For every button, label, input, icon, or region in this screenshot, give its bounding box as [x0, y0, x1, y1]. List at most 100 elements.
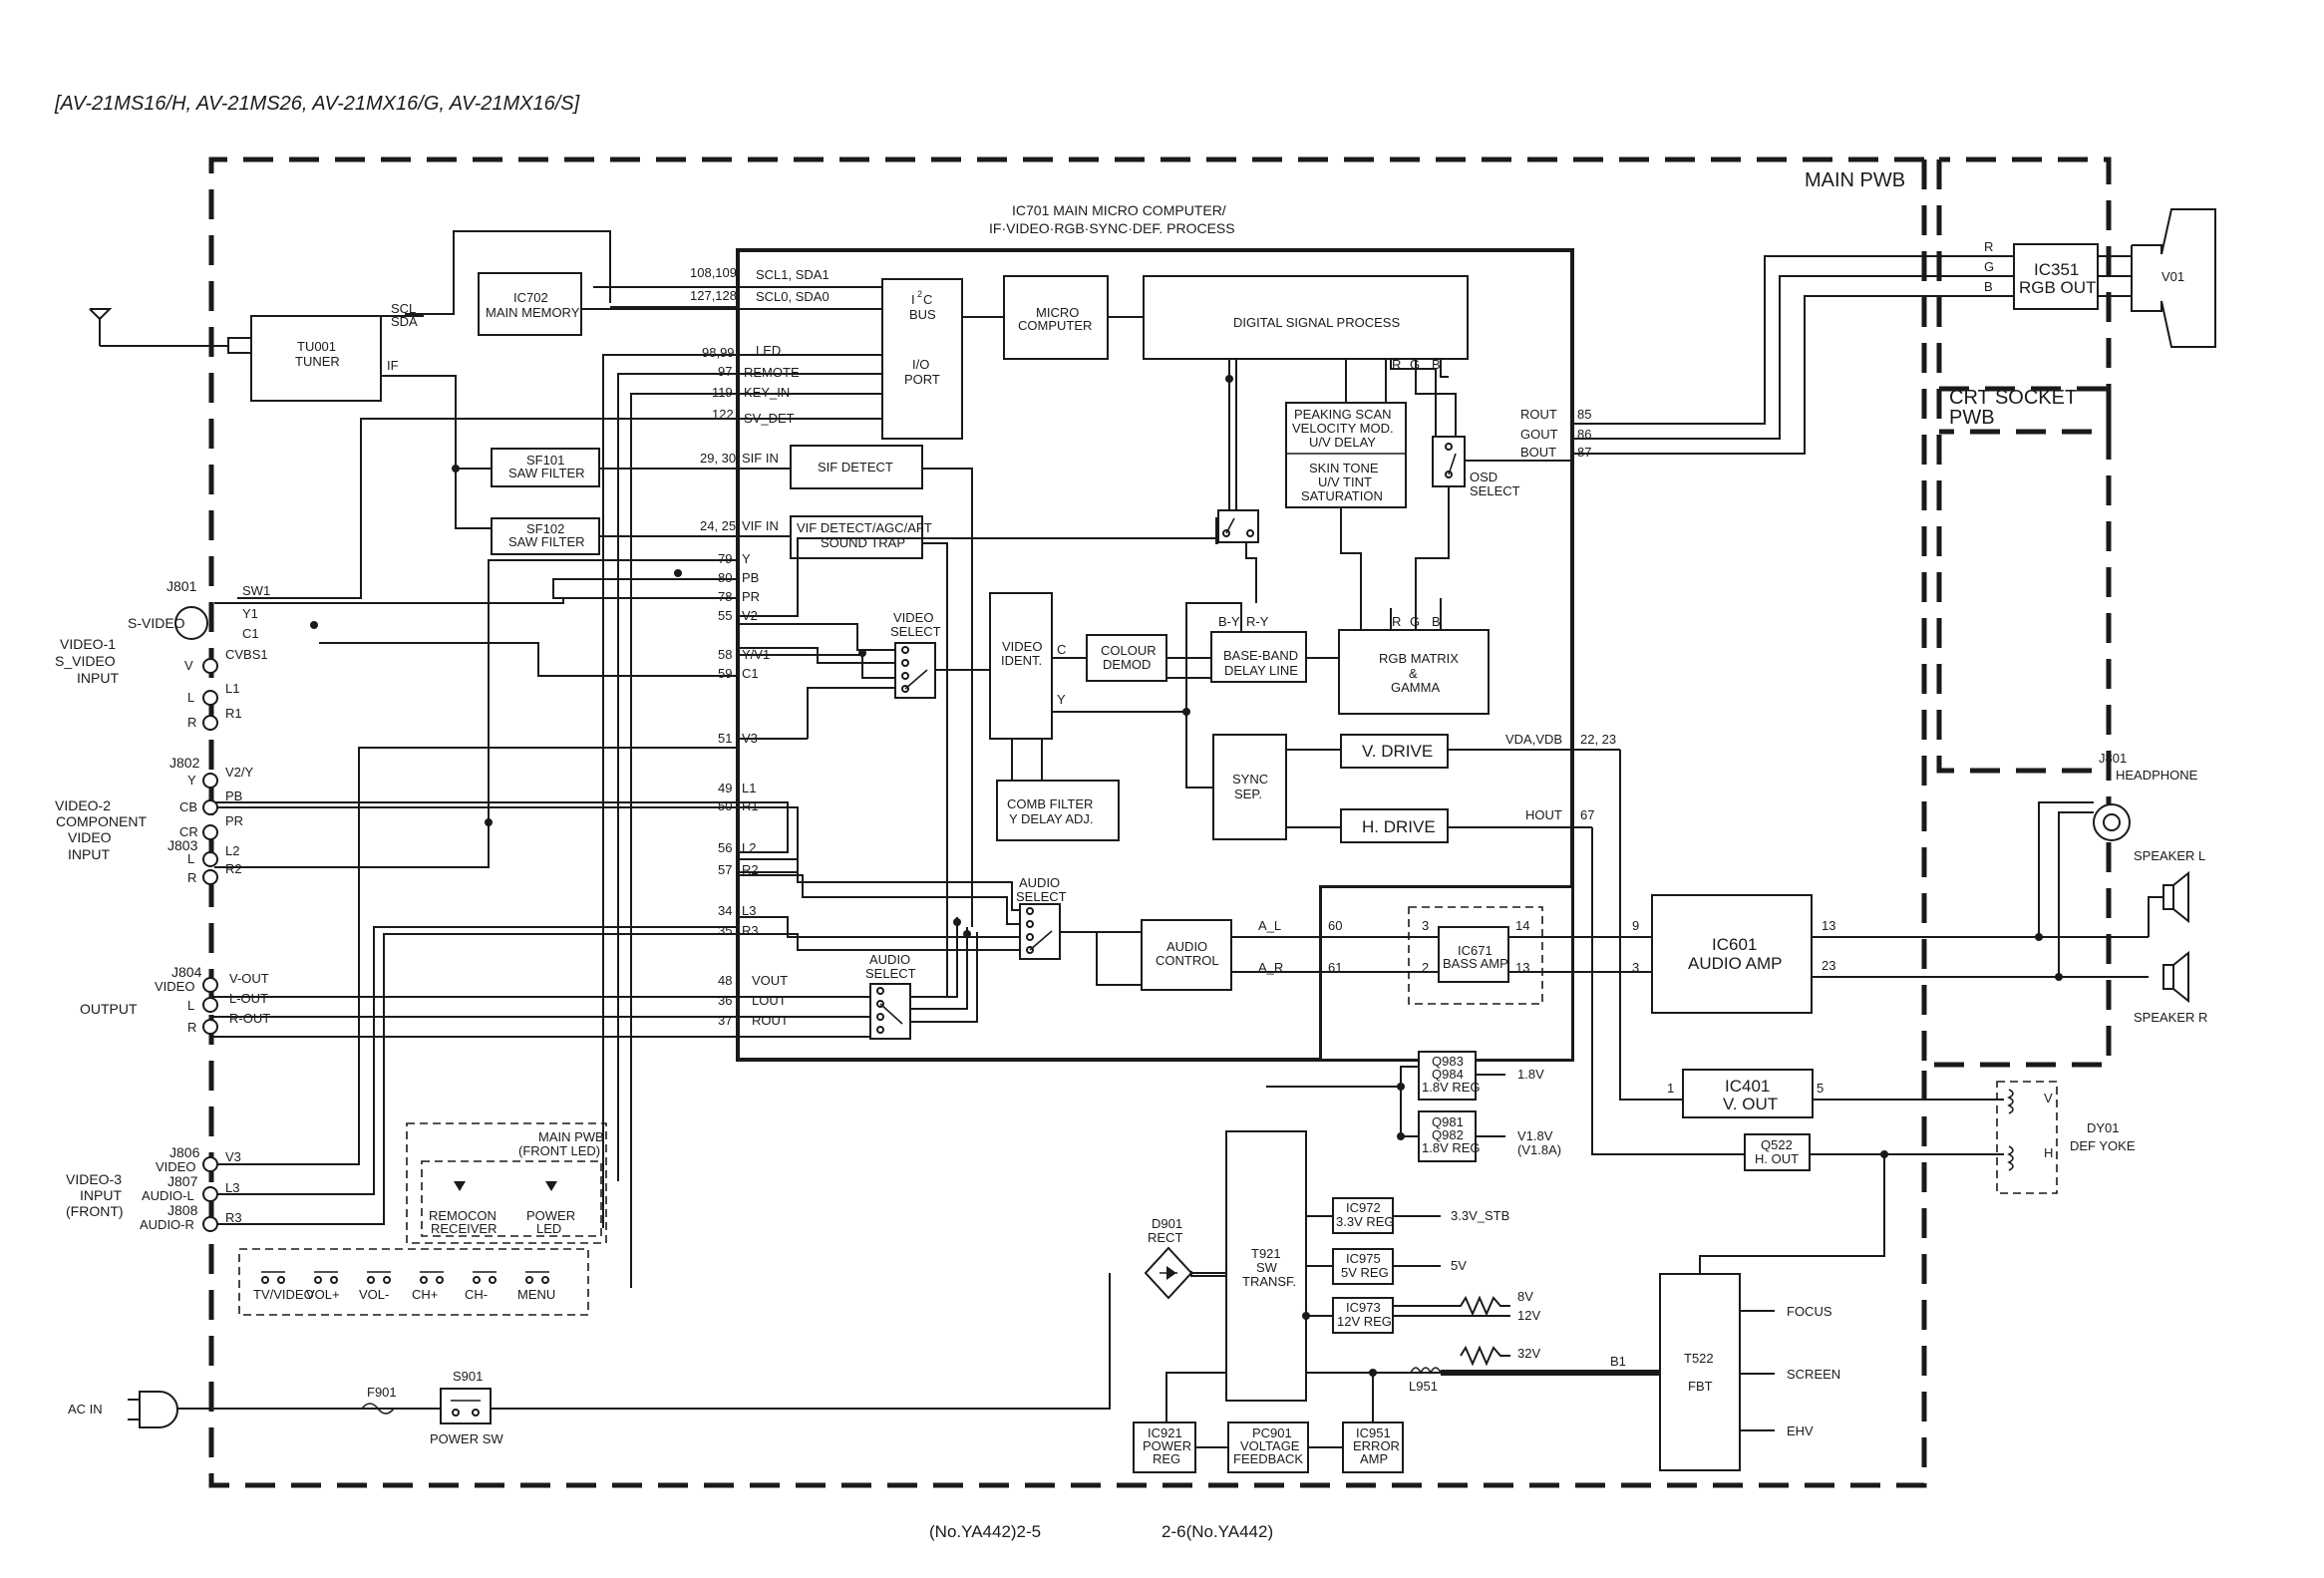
rgb-matrix-block: RGB MATRIX & GAMMA	[1338, 629, 1490, 715]
label-connectors-grp3c: (FRONT)	[66, 1203, 124, 1219]
coil-l951: L951	[1409, 1367, 1442, 1394]
label-signals-svdet: SV_DET	[744, 411, 795, 426]
label-pins-p55: 55	[718, 608, 732, 623]
svg-text:REG: REG	[1153, 1451, 1180, 1466]
crt-socket-label-2: PWB	[1949, 407, 1995, 429]
io-label: I/O	[912, 357, 929, 372]
label-signals-remote: REMOTE	[744, 365, 800, 380]
key-label: CH-	[465, 1287, 488, 1302]
svg-text:IC975: IC975	[1346, 1251, 1381, 1266]
label-connectors-pb: PB	[225, 789, 242, 803]
ic401-block: IC401 V. OUT	[1682, 1069, 1814, 1118]
label-signals-vdavdb: VDA,VDB	[1505, 732, 1562, 747]
svg-text:Q981: Q981	[1432, 1114, 1464, 1129]
sif-detect-block: SIF DETECT	[790, 445, 923, 489]
svg-text:VIDEO: VIDEO	[893, 610, 933, 625]
label-connectors-j801hp: J801	[2099, 751, 2127, 766]
svg-text:Q983: Q983	[1432, 1054, 1464, 1069]
label-signals-r3: R3	[742, 923, 759, 938]
t522-fbt-block: T522 FBT	[1659, 1273, 1741, 1471]
label-connectors-dy01b: DEF YOKE	[2070, 1138, 2136, 1153]
i2c-io-block: I 2 C BUS I/O PORT	[881, 278, 963, 440]
label-pins-p108: 108,109	[690, 265, 737, 280]
label-pins-p50: 50	[718, 798, 732, 813]
svg-text:Y DELAY ADJ.: Y DELAY ADJ.	[1009, 811, 1094, 826]
label-signals-v3: V3	[742, 731, 758, 746]
svg-text:RECT: RECT	[1148, 1230, 1182, 1245]
label-connectors-dy01a: DY01	[2087, 1120, 2120, 1135]
svg-text:IC601: IC601	[1712, 935, 1757, 954]
svg-text:AMP: AMP	[1360, 1451, 1388, 1466]
label-pins-p119: 119	[712, 385, 733, 400]
footer-page-left: (No.YA442)2-5	[929, 1522, 1041, 1541]
label-pins-p127: 127,128	[690, 288, 737, 303]
key-ch-[interactable]: CH-	[465, 1271, 497, 1302]
label-signals-sda: SDA	[391, 314, 418, 329]
label-connectors-r-c: R	[187, 1020, 196, 1035]
power-switch-s901[interactable]: S901 POWER SW	[430, 1369, 503, 1446]
svg-text:SELECT: SELECT	[1470, 483, 1520, 498]
svg-text:PC901: PC901	[1252, 1425, 1292, 1440]
main-pwb-label: MAIN PWB	[1805, 169, 1905, 191]
svg-text:OSD: OSD	[1470, 470, 1497, 484]
ic601-block: IC601 AUDIO AMP	[1651, 894, 1813, 1014]
svg-text:U/V DELAY: U/V DELAY	[1309, 435, 1376, 450]
svg-text:AUDIO AMP: AUDIO AMP	[1688, 954, 1782, 973]
label-signals-h-dy: H	[2044, 1145, 2053, 1160]
svg-text:SIF DETECT: SIF DETECT	[818, 460, 893, 474]
svg-text:DELAY LINE: DELAY LINE	[1224, 663, 1298, 678]
key-vol-[interactable]: VOL+	[306, 1271, 340, 1302]
svg-text:MICRO: MICRO	[1036, 305, 1079, 320]
label-pins-p58: 58	[718, 647, 732, 662]
label-signals-p5: 5V	[1451, 1258, 1467, 1273]
label-connectors-spkl: SPEAKER L	[2134, 848, 2205, 863]
audio-control-block: AUDIO CONTROL	[1141, 919, 1232, 991]
micro-computer-block: MICRO COMPUTER	[1003, 275, 1109, 360]
crt-v01: V01	[2131, 208, 2216, 348]
svg-text:SAW FILTER: SAW FILTER	[508, 466, 585, 480]
tuner-block: TU001 TUNER	[89, 308, 382, 402]
svg-text:H. OUT: H. OUT	[1755, 1151, 1799, 1166]
label-signals-led: LED	[756, 343, 781, 358]
label-connectors-r1: R1	[225, 706, 242, 721]
label-pins-b671-14: 14	[1515, 918, 1529, 933]
key-menu[interactable]: MENU	[517, 1271, 555, 1302]
svg-text:V. OUT: V. OUT	[1723, 1095, 1778, 1113]
label-pins-v401-5: 5	[1817, 1081, 1824, 1096]
label-signals-pr: PR	[742, 589, 760, 604]
key-label: TV/VIDEO	[253, 1287, 314, 1302]
label-pins-p49: 49	[718, 781, 732, 795]
label-pins-v401-1: 1	[1667, 1081, 1674, 1096]
label-signals-pb: PB	[742, 570, 759, 585]
key-tv-video[interactable]: TV/VIDEO	[253, 1271, 314, 1302]
label-pins-p78: 78	[718, 589, 732, 604]
label-connectors-j808: J808	[167, 1202, 198, 1218]
svg-text:COMB FILTER: COMB FILTER	[1007, 796, 1093, 811]
label-connectors-l3: L3	[225, 1180, 239, 1195]
svg-text:SELECT: SELECT	[890, 624, 941, 639]
label-pins-a601-9: 9	[1632, 918, 1639, 933]
label-signals-sifin: SIF IN	[742, 451, 779, 466]
label-signals-c1: C1	[742, 666, 759, 681]
label-pins-p48: 48	[718, 973, 732, 988]
bridge-rectifier-d901: D901 RECT	[1144, 1216, 1193, 1300]
label-signals-v2: V2	[742, 608, 758, 623]
label-connectors-j801: J801	[166, 578, 197, 594]
q522-block: Q522 H. OUT	[1744, 1133, 1811, 1171]
key-vol-[interactable]: VOL-	[359, 1271, 391, 1302]
key-ch-[interactable]: CH+	[412, 1271, 444, 1302]
svg-text:AC IN: AC IN	[68, 1402, 103, 1417]
bus-label: BUS	[909, 307, 936, 322]
label-connectors-r2: R2	[225, 861, 242, 876]
label-signals-b-a: B	[1432, 357, 1441, 372]
svg-text:ERROR: ERROR	[1353, 1438, 1400, 1453]
svg-text:IC702: IC702	[513, 290, 548, 305]
label-connectors-spkr: SPEAKER R	[2134, 1010, 2207, 1025]
svg-text:DIGITAL SIGNAL PROCESS: DIGITAL SIGNAL PROCESS	[1233, 315, 1400, 330]
svg-text:AUDIO: AUDIO	[1166, 939, 1207, 954]
label-pins-b671-13: 13	[1515, 960, 1529, 975]
label-pins-b671-3: 3	[1422, 918, 1429, 933]
